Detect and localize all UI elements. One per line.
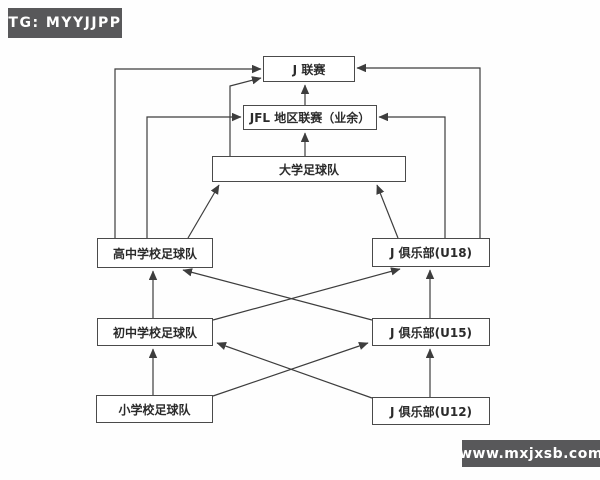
node-club-u15: J 俱乐部(U15) [372,318,490,346]
edge-club-u18-to-jfl [378,112,446,238]
website-watermark-badge: www.mxjxsb.com [459,440,600,467]
edge-club-u12-to-middleschool [216,342,373,399]
edge-middleschool-to-club-u18 [212,267,401,321]
edge-highschool-to-jleague [114,64,262,238]
edge-highschool-to-university [187,184,220,239]
edge-club-u15-to-highschool [182,268,373,321]
edge-highschool-to-jfl [146,112,242,238]
edge-club-u18-to-university [376,184,399,239]
edge-university-to-jleague [229,76,262,156]
edge-club-u18-to-jleague [356,63,481,238]
node-club-u18: J 俱乐部(U18) [372,238,490,267]
node-university: 大学足球队 [212,156,406,182]
node-highschool: 高中学校足球队 [97,238,213,268]
telegram-watermark-badge: TG: MYYJJPP [8,8,122,38]
node-jleague: J 联赛 [263,56,355,82]
node-jfl: JFL 地区联赛（业余） [243,105,377,130]
node-club-u12: J 俱乐部(U12) [372,397,490,425]
node-elementary: 小学校足球队 [96,395,213,423]
node-middleschool: 初中学校足球队 [97,318,213,346]
